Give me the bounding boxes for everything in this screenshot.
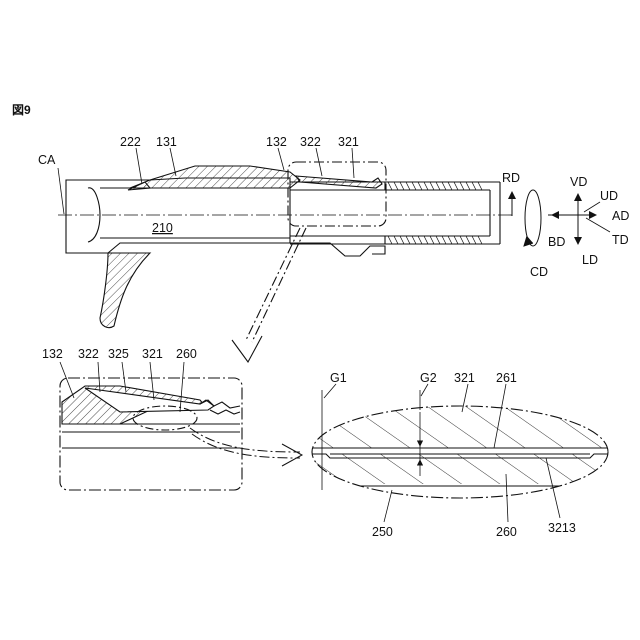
label-ca: CA [38,153,56,167]
label-210: 210 [152,221,173,235]
label-ellipse-321: 321 [454,371,475,385]
label-321: 321 [338,135,359,149]
label-detail-325: 325 [108,347,129,361]
detail-enlarged-view [60,378,242,490]
device-side-view [58,162,512,362]
label-322: 322 [300,135,321,149]
label-ud: UD [600,189,618,203]
ellipse-enlarged-view [300,390,620,514]
figure-label: 図9 [12,103,31,117]
label-cd: CD [530,265,548,279]
label-132: 132 [266,135,287,149]
label-ellipse-250: 250 [372,525,393,539]
label-td: TD [612,233,629,247]
label-131: 131 [156,135,177,149]
label-222: 222 [120,135,141,149]
label-ellipse-260: 260 [496,525,517,539]
label-ellipse-261: 261 [496,371,517,385]
label-vd: VD [570,175,587,189]
label-g1: G1 [330,371,347,385]
label-detail-132: 132 [42,347,63,361]
label-detail-321: 321 [142,347,163,361]
label-ld: LD [582,253,598,267]
label-rd: RD [502,171,520,185]
label-detail-322: 322 [78,347,99,361]
detail-to-ellipse-arrow [190,428,302,466]
label-detail-260: 260 [176,347,197,361]
label-bd: BD [548,235,565,249]
label-ellipse-3213: 3213 [548,521,576,535]
label-ad: AD [612,209,629,223]
label-g2: G2 [420,371,437,385]
